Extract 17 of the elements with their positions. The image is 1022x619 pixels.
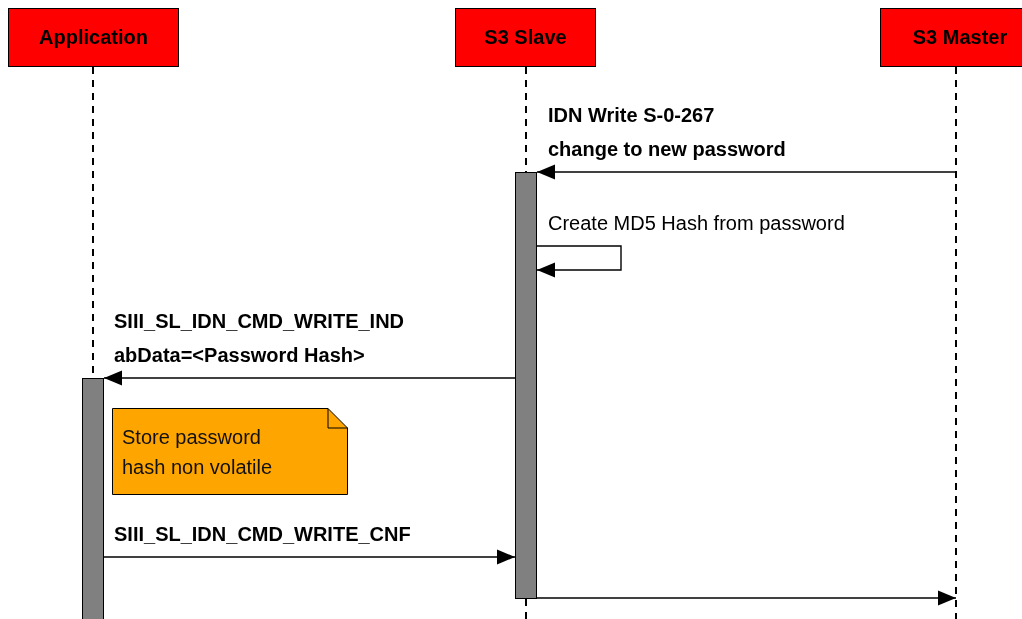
edge-label: IDN Write S-0-267 change to new password [548, 103, 787, 162]
activation-bar [82, 378, 104, 619]
activation-bar [515, 172, 537, 599]
lifeline-header: Application [8, 8, 179, 67]
edge-label: Create MD5 Hash from password [548, 211, 846, 236]
lifeline-header: S3 Slave [455, 8, 596, 67]
message-arrow [103, 370, 516, 386]
message-arrow [103, 549, 516, 565]
edge-label: SIII_SL_IDN_CMD_WRITE_CNF [114, 522, 412, 547]
message-arrow [536, 164, 957, 180]
note-text: Store password hash non volatile [122, 425, 274, 480]
edge-label: SIII_SL_IDN_CMD_WRITE_IND abData=<Password Hash> [114, 309, 406, 368]
message-arrow [536, 590, 957, 606]
lifeline [525, 67, 527, 172]
message-arrow [536, 245, 622, 278]
lifeline [955, 67, 957, 619]
lifeline-header: S3 Master [880, 8, 1022, 67]
